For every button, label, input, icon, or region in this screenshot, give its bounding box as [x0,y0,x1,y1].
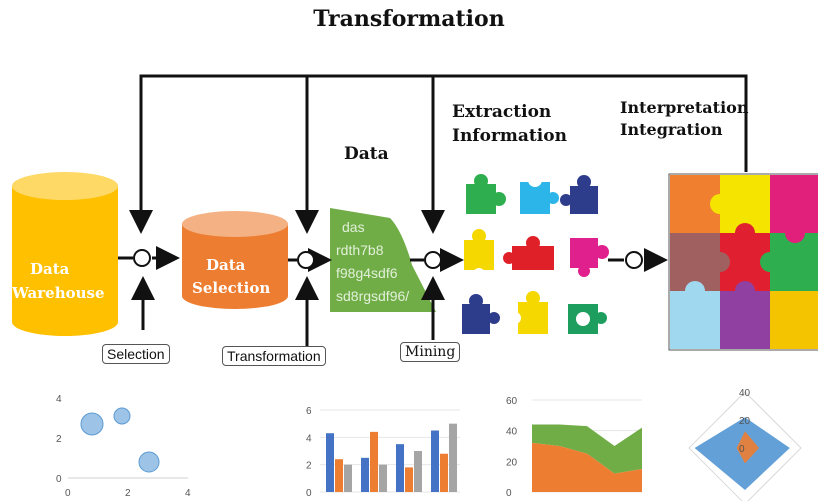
puzzle-pieces [462,173,609,334]
mining-node-circle [424,251,442,269]
warehouse-label-line2: Warehouse [11,284,105,302]
scatter-point [113,407,131,425]
selection-label-line2: Selection [192,279,270,297]
puzzle-piece-yellow-2 [509,291,548,334]
extraction-header-line2: Information [452,126,567,146]
interpretation-header-line2: Integration [620,120,723,139]
scatter-chart: 0 2 4 0 2 4 [56,394,191,499]
bar-y-tick: 6 [306,406,312,417]
scatter-y-tick: 0 [56,474,62,485]
assembled-puzzle [668,173,818,351]
bar-mark [361,457,369,492]
bar-chart: 0 2 4 6 [306,406,460,499]
transformation-node-circle [297,251,315,269]
puzzle-piece-red [503,236,554,270]
area-y-tick: 60 [506,396,518,407]
bar-mark [440,453,448,492]
radar-chart: 0 20 40 [688,388,802,501]
radar-series [736,431,759,464]
bar-mark [396,444,404,492]
data-text-line2: rdth7b8 [336,242,384,258]
puzzle-piece-cyan [520,173,559,214]
data-text-line4: sd8rgsdf96/ [336,288,409,304]
data-text-line3: f98g4sdf6 [336,265,398,281]
data-shape [330,208,436,312]
bar-y-tick: 4 [306,433,312,444]
bar-mark [414,451,422,492]
data-text-line1: das [342,219,365,235]
scatter-x-tick: 4 [185,488,191,499]
puzzle-piece-magenta [570,238,609,277]
selection-node-circle [133,249,151,267]
selection-label-line1: Data [206,256,246,274]
puzzle-piece-green [466,174,506,214]
transformation-step-label: Transformation [222,346,326,366]
puzzle-piece-teal [568,304,607,334]
bar-mark [431,430,439,492]
bar-mark [379,464,387,492]
interpretation-node-circle [625,251,643,269]
area-series-2 [532,424,642,474]
data-warehouse-cylinder [12,172,118,336]
puzzle-piece-yellow [464,229,494,280]
radar-tick: 40 [739,388,751,399]
extraction-header-line1: Extraction [452,102,552,122]
area-y-tick: 0 [506,488,512,499]
scatter-y-tick: 2 [56,434,62,445]
bar-y-tick: 0 [306,488,312,499]
bar-mark [344,464,352,492]
interpretation-header-line1: Interpretation [620,98,749,117]
data-selection-cylinder [182,211,288,309]
mining-step-label: Mining [400,342,461,362]
area-y-tick: 40 [506,427,518,438]
feedback-loop-line [129,74,748,234]
scatter-x-tick: 0 [65,488,71,499]
diagram-title: Transformation [313,6,505,32]
scatter-y-tick: 4 [56,394,62,405]
bar-mark [449,423,457,492]
radar-tick: 0 [739,444,745,455]
bar-mark [405,467,413,492]
radar-tick: 20 [739,416,751,427]
bar-mark [370,431,378,492]
scatter-point [138,451,160,473]
puzzle-piece-navy [560,175,598,214]
area-y-tick: 20 [506,457,518,468]
bar-y-tick: 2 [306,461,312,472]
puzzle-piece-navy-2 [462,294,500,334]
area-series-1 [532,442,642,492]
scatter-point [80,412,104,436]
bar-mark [335,459,343,492]
data-header: Data [344,144,389,164]
radar-gridline [688,391,802,501]
scatter-x-tick: 2 [125,488,131,499]
area-chart: 0 20 40 60 [506,396,642,499]
selection-step-label: Selection [102,344,170,364]
bar-mark [326,433,334,492]
warehouse-label-line1: Data [30,260,70,278]
